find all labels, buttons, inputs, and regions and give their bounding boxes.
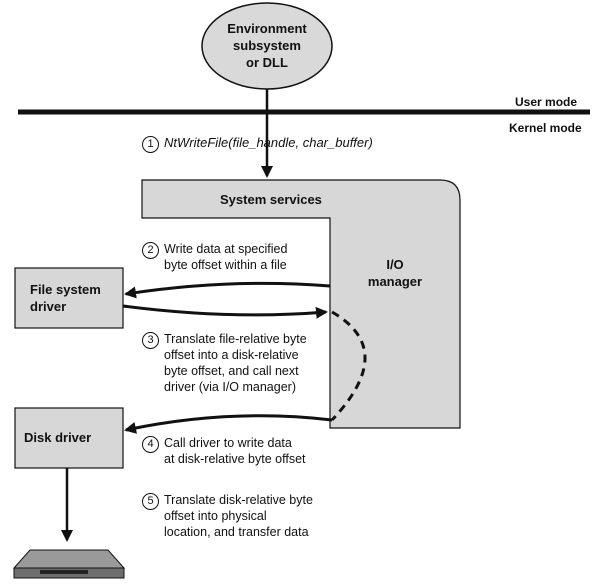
step-1-number: 1 [142, 136, 159, 153]
step-1-line-1: NtWriteFile(file_handle, char_buffer) [164, 135, 373, 150]
step-4-line-2: at disk-relative byte offset [164, 452, 306, 466]
file-system-driver-label: File system driver [30, 281, 101, 315]
system-services-label: System services [220, 192, 322, 207]
file-system-driver-line-2: driver [30, 299, 67, 314]
step-3-number: 3 [142, 332, 159, 349]
step-5-text: Translate disk-relative byte offset into… [164, 492, 313, 540]
io-manager-label: I/O manager [350, 256, 440, 290]
step-3-text: Translate file-relative byte offset into… [164, 331, 307, 395]
step-3-line-2: offset into a disk-relative [164, 348, 299, 362]
io-manager-line-2: manager [367, 274, 423, 289]
environment-label: Environment subsystem or DLL [207, 20, 327, 71]
environment-line-1: Environment [227, 21, 307, 36]
io-manager-line-1: I/O [386, 257, 404, 272]
step-4-number: 4 [142, 436, 159, 453]
user-mode-label: User mode [515, 95, 578, 109]
step-4-line-1: Call driver to write data [164, 436, 292, 450]
step-5-line-2: offset into physical [164, 509, 267, 523]
step-5-line-3: location, and transfer data [164, 525, 309, 539]
kernel-mode-label: Kernel mode [509, 121, 582, 135]
step-5-line-1: Translate disk-relative byte [164, 493, 313, 507]
environment-line-3: or DLL [246, 55, 288, 70]
disk-drive-icon [12, 549, 126, 579]
step-3-line-3: byte offset, and call next [164, 364, 299, 378]
disk-driver-label: Disk driver [24, 430, 92, 445]
arrow-io-to-filesystem [124, 281, 331, 299]
step-2-line-1: Write data at specified [164, 242, 288, 256]
step-3-line-4: driver (via I/O manager) [164, 380, 296, 394]
system-services-box [141, 179, 461, 429]
step-4-text: Call driver to write data at disk-relati… [164, 435, 306, 467]
file-system-driver-line-1: File system [30, 282, 101, 297]
step-2-line-2: byte offset within a file [164, 258, 287, 272]
step-5-number: 5 [142, 493, 159, 510]
step-1-text: NtWriteFile(file_handle, char_buffer) [164, 135, 373, 151]
disk-driver-box [14, 407, 124, 469]
environment-line-2: subsystem [233, 38, 301, 53]
file-system-driver-box [14, 267, 124, 329]
dashed-internal-path [330, 310, 367, 422]
step-2-text: Write data at specified byte offset with… [164, 241, 287, 273]
arrow-io-to-disk [124, 414, 333, 434]
arrow-filesystem-to-io [122, 304, 328, 319]
step-3-line-1: Translate file-relative byte [164, 332, 307, 346]
step-2-number: 2 [142, 242, 159, 259]
